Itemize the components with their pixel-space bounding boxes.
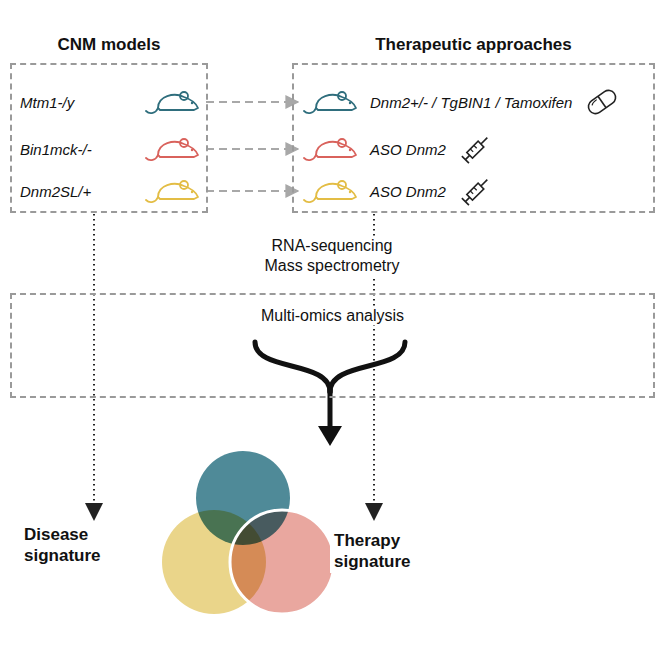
method-label: RNA-sequencing Mass spectrometry	[248, 236, 416, 276]
row-label: Dnm2+/- / TgBIN1 / Tamoxifen	[370, 94, 572, 111]
dashed-arrow	[206, 190, 298, 192]
group-heading: CNM models	[12, 35, 206, 55]
row-label: Bin1mck-/-	[20, 141, 92, 158]
mouse-icon	[144, 176, 200, 206]
group-heading: Therapeutic approaches	[294, 35, 653, 55]
venn-diagram	[162, 451, 334, 614]
dashed-group-box: CNM modelsMtm1-/yBin1mck-/-Dnm2SL/+	[10, 63, 208, 213]
mouse-icon	[144, 87, 200, 117]
band-heading: Multi-omics analysis	[256, 307, 409, 325]
mouse-icon	[302, 87, 358, 117]
dashed-group-box: Therapeutic approachesDnm2+/- / TgBIN1 /…	[292, 63, 655, 213]
dashed-arrow	[206, 101, 298, 103]
syringe-icon	[458, 175, 494, 207]
signature-label: Disease signature	[20, 524, 118, 567]
analysis-band: Multi-omics analysis	[10, 293, 655, 398]
model-row: Mtm1-/y	[20, 86, 200, 118]
model-row: Dnm2+/- / TgBIN1 / Tamoxifen	[302, 86, 620, 118]
merge-arrow	[255, 342, 405, 428]
merge-arrowhead	[318, 426, 342, 446]
model-row: ASO Dnm2	[302, 133, 494, 165]
mouse-icon	[144, 134, 200, 164]
mouse-icon	[302, 176, 358, 206]
pill-icon	[584, 86, 620, 118]
dashed-arrow	[206, 148, 298, 150]
row-label: Dnm2SL/+	[20, 183, 91, 200]
model-row: Dnm2SL/+	[20, 175, 200, 207]
model-row: ASO Dnm2	[302, 175, 494, 207]
signature-label: Therapy signature	[330, 530, 428, 573]
model-row: Bin1mck-/-	[20, 133, 200, 165]
row-label: Mtm1-/y	[20, 94, 74, 111]
row-label: ASO Dnm2	[370, 183, 446, 200]
mouse-icon	[302, 134, 358, 164]
syringe-icon	[458, 133, 494, 165]
row-label: ASO Dnm2	[370, 141, 446, 158]
dotted-arrow	[93, 214, 95, 512]
